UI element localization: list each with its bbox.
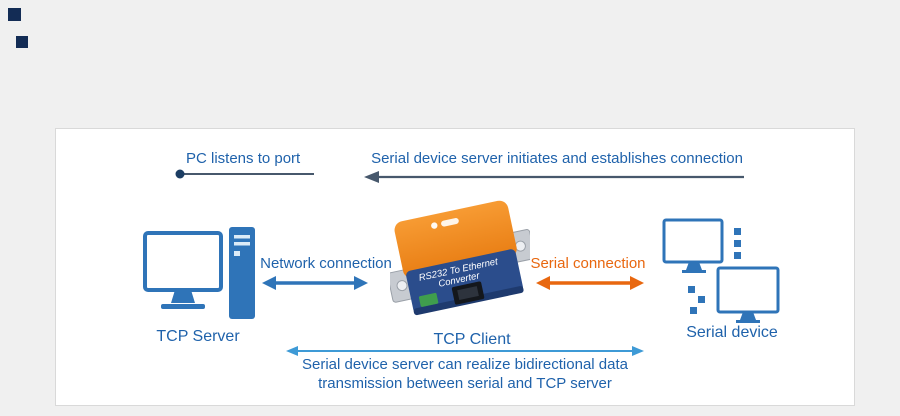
- serial-double-arrow: [536, 276, 644, 290]
- pc-tower-icon: [229, 227, 255, 319]
- arrowhead-right-icon: [630, 276, 644, 290]
- ellipsis-dots-diagonal-icon: [688, 286, 705, 314]
- serial-device-server-illustration: RS232 To Ethernet Converter: [390, 200, 530, 316]
- ellipsis-dots-vertical-icon: [734, 228, 741, 259]
- left-arrow: [364, 171, 744, 183]
- tcp-client-label: TCP Client: [433, 331, 511, 348]
- tcp-server-illustration: [143, 227, 255, 319]
- arrowhead-left-icon: [364, 171, 379, 183]
- pc-listens-underline: [175, 169, 314, 179]
- bottom-caption-line2: transmission between serial and TCP serv…: [318, 375, 612, 392]
- port-dot-icon: [175, 169, 185, 179]
- decor-square-bottom: [16, 36, 28, 48]
- device-logo-icon: [431, 222, 438, 229]
- bottom-caption: Serial device server can realize bidirec…: [260, 355, 670, 393]
- arrowhead-left-icon: [262, 276, 276, 290]
- network-connection-label: Network connection: [260, 255, 392, 272]
- decor-square-top: [8, 8, 21, 21]
- bottom-caption-line1: Serial device server can realize bidirec…: [301, 356, 628, 373]
- device-logo-mark: [441, 218, 459, 227]
- arrowhead-right-icon: [354, 276, 368, 290]
- ethernet-port-icon: [451, 281, 485, 305]
- serial-devices-illustration: [662, 218, 780, 323]
- serial-monitor-1-icon: [662, 218, 724, 273]
- pc-listens-label: PC listens to port: [186, 150, 301, 167]
- serial-initiates-label: Serial device server initiates and estab…: [371, 150, 743, 167]
- arrowhead-right-icon: [632, 346, 644, 356]
- pc-monitor-icon: [143, 231, 223, 309]
- arrowhead-left-icon: [536, 276, 550, 290]
- serial-device-label: Serial device: [686, 324, 778, 341]
- bottom-double-arrow: [286, 346, 644, 356]
- serial-connection-label: Serial connection: [530, 255, 646, 272]
- terminal-block-icon: [418, 292, 439, 307]
- arrowhead-left-icon: [286, 346, 298, 356]
- tcp-server-label: TCP Server: [156, 328, 240, 345]
- network-double-arrow: [262, 276, 368, 290]
- serial-monitor-2-icon: [716, 266, 780, 323]
